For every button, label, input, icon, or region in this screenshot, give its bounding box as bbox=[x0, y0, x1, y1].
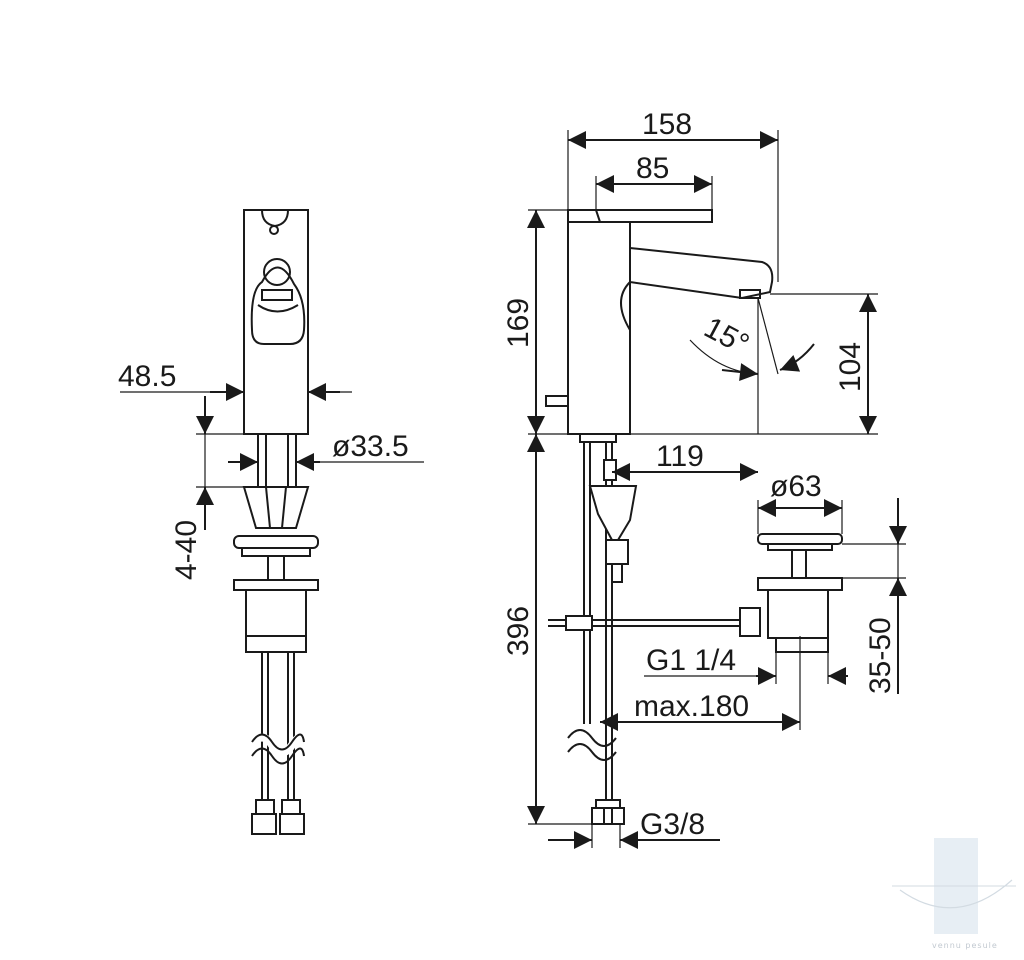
dim-connection-thread: G3/8 bbox=[640, 808, 705, 841]
dim-spout-clearance: 104 bbox=[834, 342, 867, 392]
faucet-body-front bbox=[243, 209, 309, 435]
lever-handle-front bbox=[250, 266, 306, 345]
dim-height-spout: 169 bbox=[502, 298, 535, 348]
lever-side bbox=[567, 209, 713, 223]
side-view: 158 85 169 15° 104 119 396 ø63 bbox=[502, 108, 907, 849]
dim-waste-height: 35-50 bbox=[864, 617, 897, 694]
dim-hose-length: 396 bbox=[502, 606, 535, 656]
watermark-text: vennu pesule bbox=[932, 941, 998, 950]
dim-lever-length: 85 bbox=[636, 152, 669, 185]
watermark-logo: vennu pesule bbox=[892, 838, 1016, 950]
dim-spout-reach: 119 bbox=[656, 440, 704, 473]
spout-side bbox=[629, 246, 774, 300]
dim-waste-dia: ø63 bbox=[770, 470, 822, 503]
dim-swivel-angle: 15° bbox=[699, 311, 755, 361]
waste-body-front bbox=[245, 589, 307, 653]
mounting-nut-side bbox=[588, 485, 638, 541]
waste-plug-side bbox=[757, 533, 843, 545]
dim-waste-reach: max.180 bbox=[634, 690, 749, 723]
front-view: 48.5 ø33.5 4-40 bbox=[118, 209, 424, 835]
dim-waste-thread: G1 1/4 bbox=[646, 644, 736, 677]
mounting-nut-front bbox=[242, 486, 310, 529]
dim-width-body: 48.5 bbox=[118, 360, 176, 393]
faucet-body-side bbox=[567, 221, 631, 435]
dim-total-length: 158 bbox=[642, 108, 692, 141]
dim-hose-dia: ø33.5 bbox=[332, 430, 409, 463]
dim-counter-thickness: 4-40 bbox=[170, 520, 203, 580]
